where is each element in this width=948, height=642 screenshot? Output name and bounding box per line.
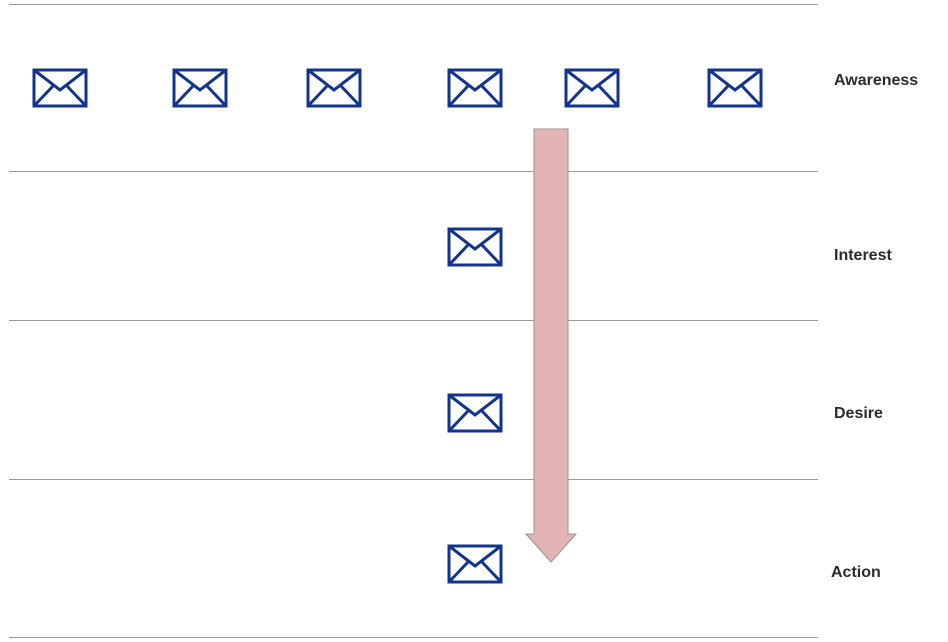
stage-divider-desire-action [9, 479, 818, 480]
stage-label-desire: Desire [834, 405, 883, 422]
stage-label-action: Action [831, 564, 881, 581]
stage-label-awareness: Awareness [834, 72, 919, 89]
mail-envelope-icon [447, 227, 503, 267]
funnel-down-arrow [524, 128, 578, 564]
mail-envelope-icon [32, 68, 88, 108]
stage-divider-interest-desire [9, 320, 818, 321]
mail-envelope-icon [306, 68, 362, 108]
stage-divider-top [9, 4, 818, 5]
mail-envelope-icon [447, 544, 503, 584]
stage-divider-bottom [9, 637, 818, 638]
mail-envelope-icon [564, 68, 620, 108]
mail-envelope-icon [707, 68, 763, 108]
mail-envelope-icon [447, 68, 503, 108]
mail-envelope-icon [447, 393, 503, 433]
stage-label-interest: Interest [834, 247, 892, 264]
stage-divider-awareness-interest [9, 171, 818, 172]
mail-envelope-icon [172, 68, 228, 108]
